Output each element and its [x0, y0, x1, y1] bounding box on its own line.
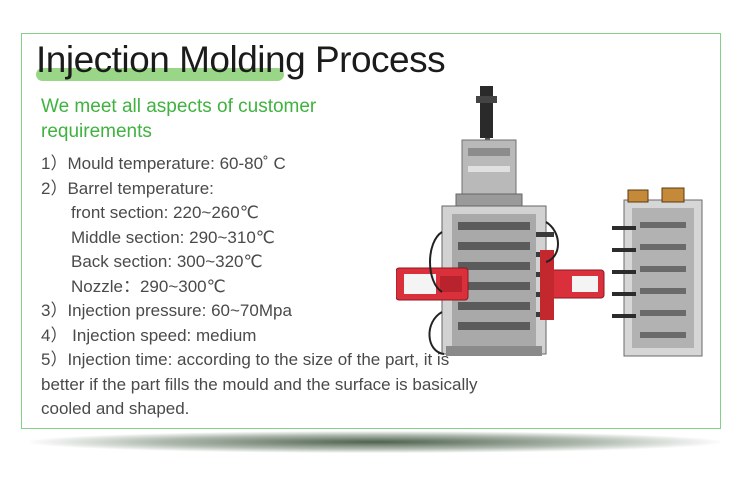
spec-list: 1）Mould temperature: 60-80˚ C 2）Barrel t…	[41, 152, 481, 422]
red-clamp-left	[396, 267, 469, 301]
spec-injection-pressure: 3）Injection pressure: 60~70Mpa	[41, 301, 292, 320]
spec-front-section: front section: 220~260℃	[71, 203, 259, 222]
page-title: Injection Molding Process	[36, 39, 446, 80]
title-block: Injection Molding Process	[36, 38, 446, 84]
right-mold-half	[612, 187, 703, 357]
title-highlight	[36, 68, 284, 81]
subtitle: We meet all aspects of customer requirem…	[41, 96, 317, 142]
spec-nozzle: Nozzle：290~300℃	[71, 276, 226, 296]
spec-middle-section: Middle section: 290~310℃	[71, 227, 275, 247]
card-shadow	[30, 431, 720, 453]
spec-injection-time: 5）Injection time: according to the size …	[41, 350, 478, 418]
hoses	[428, 221, 559, 355]
upper-housing	[455, 139, 523, 207]
injection-mold-machine-image	[396, 86, 703, 357]
spec-injection-speed: 4） Injection speed: medium	[41, 325, 257, 345]
spec-mould-temperature: 1）Mould temperature: 60-80˚ C	[41, 154, 286, 173]
spec-back-section: Back section: 300~320℃	[71, 252, 263, 271]
main-mold-block	[441, 205, 554, 356]
red-clamp-right	[540, 250, 605, 320]
spec-barrel-temperature: 2）Barrel temperature:	[41, 178, 214, 198]
content-card	[21, 33, 721, 429]
